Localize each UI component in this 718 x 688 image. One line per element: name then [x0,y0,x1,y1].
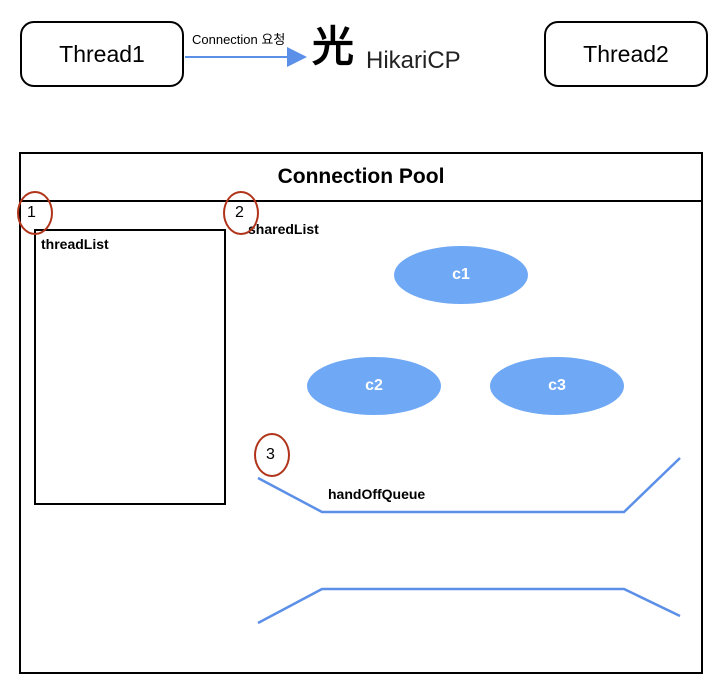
marker-3-ring [254,433,290,477]
handoff-queue-top-line [257,457,681,514]
handoff-queue-label: handOffQueue [328,486,426,502]
hikaricp-logo-text: HikariCP [366,47,461,74]
shared-list-label: sharedList [248,221,319,237]
marker-1-number: 1 [27,204,36,221]
connection-c1: c1 [394,246,528,304]
thread2-label: Thread2 [583,40,669,67]
marker-2-ring [223,191,259,235]
marker-1-ring [17,191,53,235]
marker-3-number: 3 [266,446,275,463]
thread2-box: Thread2 [544,21,708,87]
marker-2-number: 2 [235,204,244,221]
connection-c1-label: c1 [452,266,470,283]
thread1-label: Thread1 [59,40,145,67]
hikaricp-logo-icon: 光 [312,22,355,71]
connection-pool: Connection Pool [19,152,703,674]
thread-list-box [34,229,226,505]
connection-c3: c3 [490,357,624,415]
handoff-queue-bottom-line [257,587,681,625]
connection-c2-label: c2 [365,377,383,394]
connection-c2: c2 [307,357,441,415]
thread-list-label: threadList [41,236,109,252]
connection-c3-label: c3 [548,377,566,394]
connection-request-label: Connection 요청 [192,32,286,47]
thread1-box: Thread1 [20,21,184,87]
connection-pool-title: Connection Pool [21,154,701,202]
